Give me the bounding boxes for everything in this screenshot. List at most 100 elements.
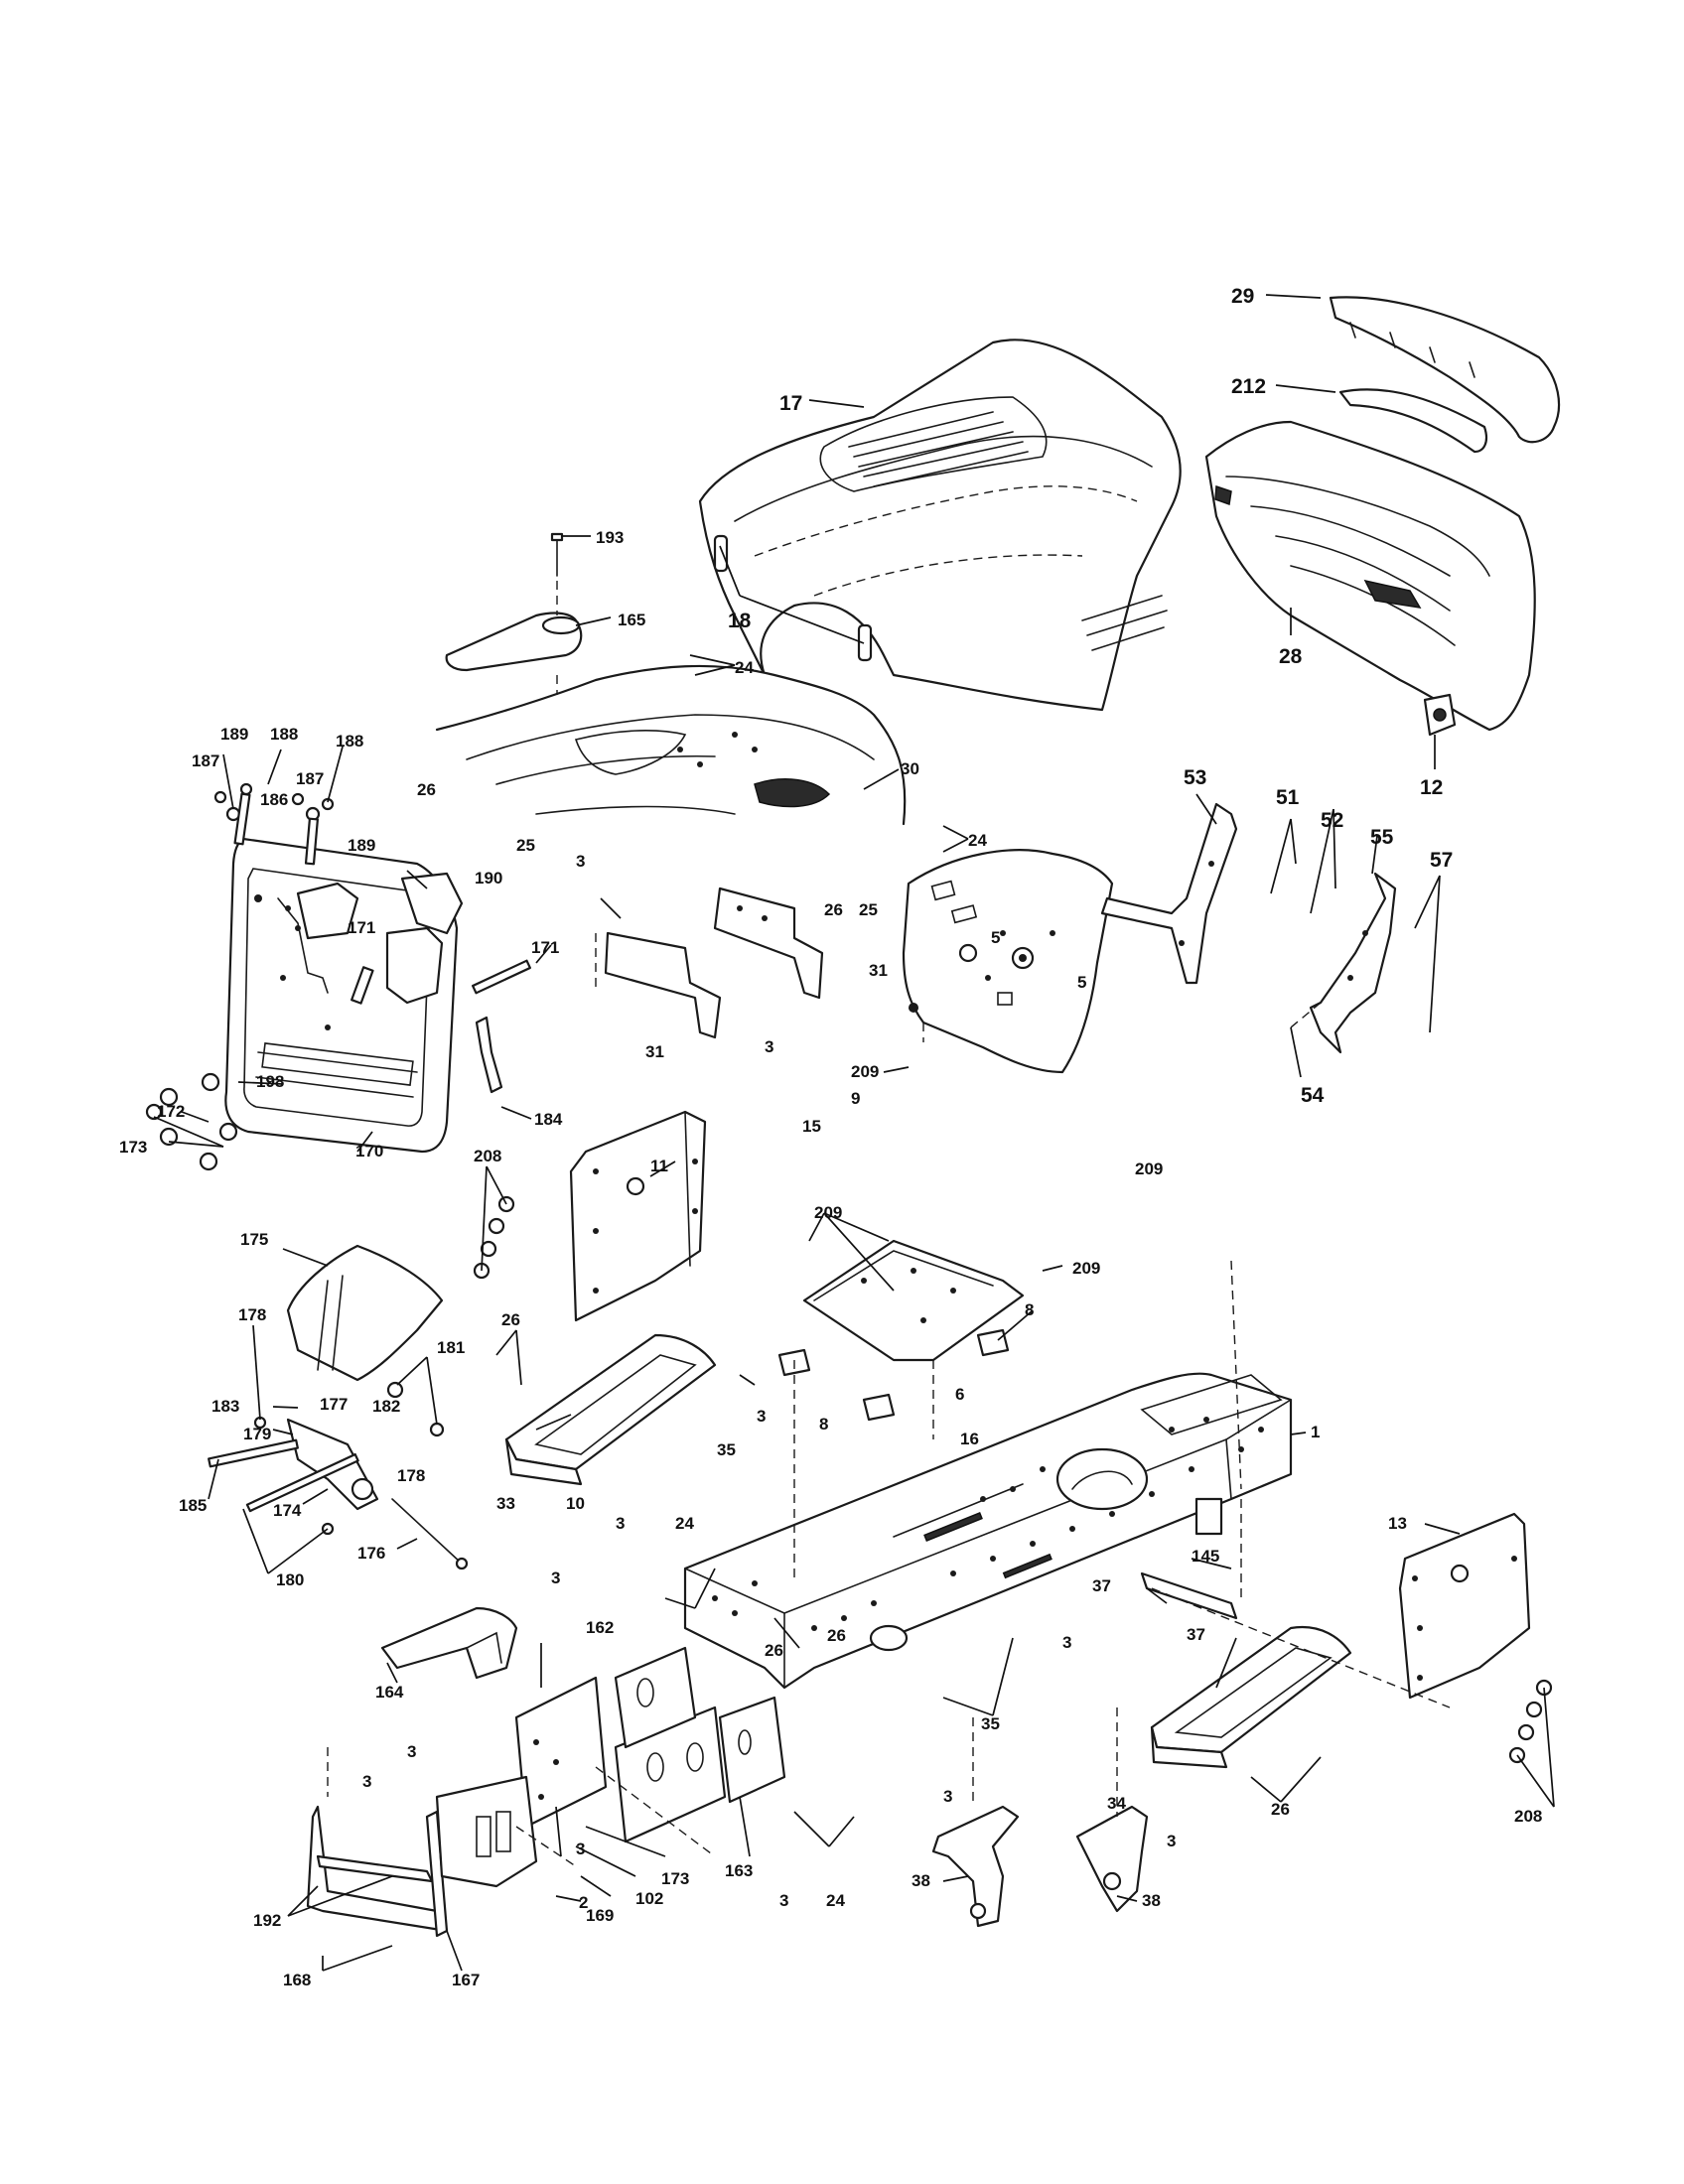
- dash-panel-30: [435, 664, 907, 826]
- label-188: 188: [336, 732, 363, 751]
- label-16: 16: [960, 1430, 979, 1448]
- label-181: 181: [437, 1338, 465, 1357]
- label-3: 3: [765, 1037, 773, 1056]
- label-28: 28: [1279, 645, 1303, 668]
- label-26: 26: [824, 900, 843, 919]
- bracket-31-right: [713, 887, 824, 1000]
- label-102: 102: [635, 1889, 663, 1908]
- side-panel-11: [569, 1110, 707, 1322]
- label-38: 38: [1142, 1891, 1161, 1910]
- label-167: 167: [452, 1971, 480, 1989]
- plate-6: [802, 1239, 1025, 1362]
- label-3: 3: [1062, 1633, 1071, 1652]
- footrest-33: [504, 1333, 717, 1486]
- label-17: 17: [779, 392, 802, 415]
- trim-strip-212: [1338, 388, 1488, 454]
- assembly-lines: [327, 581, 1451, 1867]
- label-26: 26: [501, 1310, 520, 1329]
- label-209: 209: [1135, 1160, 1163, 1178]
- label-34: 34: [1107, 1794, 1126, 1813]
- lever-assembly-174: [208, 1381, 469, 1570]
- label-208: 208: [1514, 1807, 1542, 1826]
- bar-145: [1140, 1571, 1238, 1620]
- label-186: 186: [260, 790, 288, 809]
- label-184: 184: [534, 1110, 563, 1129]
- label-189: 189: [220, 725, 248, 744]
- label-3: 3: [551, 1569, 560, 1587]
- hardware-189-188-187-186: [213, 782, 335, 866]
- label-9: 9: [851, 1089, 860, 1108]
- label-57: 57: [1430, 849, 1453, 872]
- label-209: 209: [1072, 1259, 1100, 1278]
- label-179: 179: [243, 1425, 271, 1443]
- label-209: 209: [851, 1062, 879, 1081]
- label-3: 3: [576, 852, 585, 871]
- label-24: 24: [968, 831, 987, 850]
- label-189: 189: [348, 836, 375, 855]
- label-10: 10: [566, 1494, 585, 1513]
- bracket-38-left: [931, 1805, 1020, 1928]
- label-15: 15: [802, 1117, 821, 1136]
- label-26: 26: [765, 1641, 783, 1660]
- label-8: 8: [819, 1415, 828, 1433]
- label-35: 35: [981, 1714, 1000, 1733]
- label-2: 2: [579, 1893, 588, 1912]
- trim-strip-29: [1329, 296, 1561, 444]
- label-163: 163: [725, 1861, 753, 1880]
- label-180: 180: [276, 1570, 304, 1589]
- label-35: 35: [717, 1440, 736, 1459]
- label-30: 30: [901, 759, 919, 778]
- leader-lines: [153, 294, 1555, 1972]
- label-31: 31: [645, 1042, 664, 1061]
- label-171: 171: [348, 918, 375, 937]
- label-33: 33: [496, 1494, 515, 1513]
- label-3: 3: [616, 1514, 625, 1533]
- bracket-2: [435, 1775, 538, 1888]
- label-24: 24: [675, 1514, 694, 1533]
- label-5: 5: [991, 928, 1000, 947]
- label-185: 185: [179, 1496, 207, 1515]
- label-38: 38: [912, 1871, 930, 1890]
- side-panel-13: [1398, 1512, 1531, 1700]
- label-171: 171: [531, 938, 559, 957]
- label-145: 145: [1192, 1547, 1219, 1566]
- grille-28: [1204, 420, 1536, 732]
- label-193: 193: [596, 528, 624, 547]
- label-192: 192: [253, 1911, 281, 1930]
- label-170: 170: [355, 1142, 383, 1160]
- front-plate-163: [614, 1696, 786, 1843]
- label-6: 6: [955, 1385, 964, 1404]
- label-3: 3: [1167, 1832, 1176, 1850]
- bracket-55: [1309, 872, 1397, 1054]
- label-1: 1: [1311, 1423, 1320, 1441]
- label-198: 198: [256, 1072, 284, 1091]
- label-3: 3: [362, 1772, 371, 1791]
- label-173: 173: [119, 1138, 147, 1157]
- label-52: 52: [1321, 809, 1343, 832]
- label-31: 31: [869, 961, 888, 980]
- label-53: 53: [1184, 766, 1206, 789]
- label-25: 25: [516, 836, 535, 855]
- label-175: 175: [240, 1230, 268, 1249]
- label-188: 188: [270, 725, 298, 744]
- label-26: 26: [1271, 1800, 1290, 1819]
- label-37: 37: [1187, 1625, 1205, 1644]
- label-212: 212: [1231, 375, 1266, 398]
- bracket-190: [400, 872, 464, 935]
- label-187: 187: [296, 769, 324, 788]
- label-176: 176: [357, 1544, 385, 1563]
- label-165: 165: [618, 611, 645, 629]
- label-164: 164: [375, 1683, 404, 1702]
- label-3: 3: [943, 1787, 952, 1806]
- label-178: 178: [397, 1466, 425, 1485]
- label-172: 172: [157, 1102, 185, 1121]
- clip-12: [1423, 693, 1457, 737]
- label-3: 3: [407, 1742, 416, 1761]
- bracket-53: [1100, 802, 1238, 985]
- label-173: 173: [661, 1869, 689, 1888]
- hood-17: [698, 339, 1182, 712]
- cover-175: [286, 1244, 444, 1382]
- label-168: 168: [283, 1971, 311, 1989]
- bolt-171: [351, 959, 531, 1005]
